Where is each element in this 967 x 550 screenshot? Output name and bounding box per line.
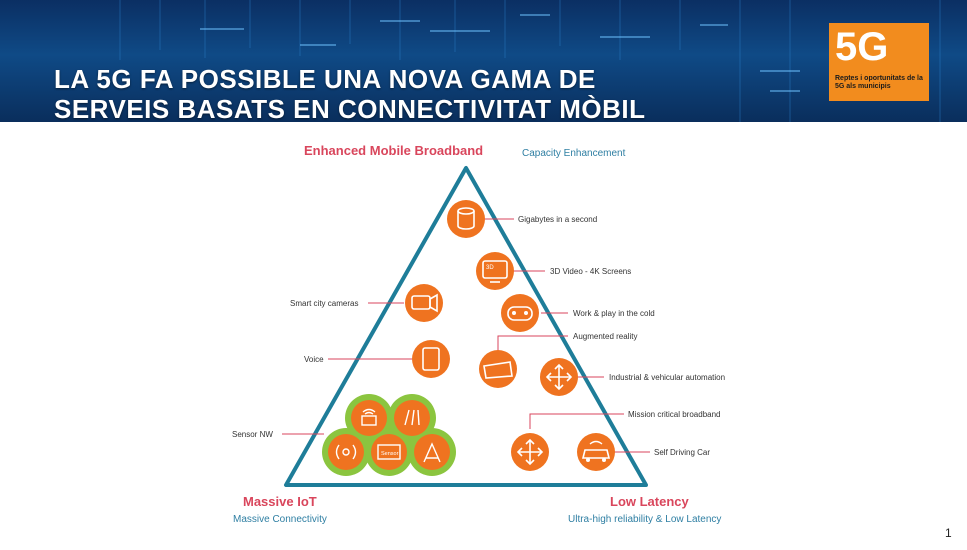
3d-icon-text: 3D [486,265,494,271]
title-line-1: LA 5G FA POSSIBLE UNA NOVA GAMA DE [54,64,596,94]
wind-turbine-icon [394,400,430,436]
network-hub-icon [511,433,549,471]
3d-screen-icon: 3D [476,252,514,290]
top-subtitle: Capacity Enhancement [522,148,626,159]
gamepad-icon [501,294,539,332]
signal-waves-icon [328,434,364,470]
sensor-box-icon [371,434,407,470]
5g-triangle-diagram: Enhanced Mobile Broadband Capacity Enhan… [232,143,725,525]
header-banner: LA 5G FA POSSIBLE UNA NOVA GAMA DE SERVE… [0,0,967,122]
label-work-play: Work & play in the cold [573,309,655,318]
logo-subtitle: Reptes i oportunitats de la 5G als munic… [835,75,923,90]
label-voice: Voice [304,355,324,364]
label-augmented-reality: Augmented reality [573,332,637,341]
triangle-outline [284,166,648,487]
top-title: Enhanced Mobile Broadband [304,143,483,158]
label-sensor-nw: Sensor NW [232,430,273,439]
bottom-right-subtitle: Ultra-high reliability & Low Latency [568,514,721,525]
label-3d-video: 3D Video - 4K Screens [550,267,631,276]
bottom-left-title: Massive IoT [243,494,317,509]
logo-5g-text: 5G [835,25,889,69]
title-line-2: SERVEIS BASATS EN CONNECTIVITAT MÒBIL [54,94,646,122]
sensor-icon-text: Sensor [381,451,399,457]
page-title: LA 5G FA POSSIBLE UNA NOVA GAMA DE SERVE… [54,64,646,122]
bottom-left-subtitle: Massive Connectivity [233,514,327,525]
car-icon [577,433,615,471]
5g-logo: 5G Reptes i oportunitats de la 5G als mu… [829,23,929,101]
tripod-sensor-icon [414,434,450,470]
camera-icon [405,284,443,322]
move-arrows-icon [540,358,578,396]
phone-icon [412,340,450,378]
label-gigabytes: Gigabytes in a second [518,215,597,224]
label-smart-city-cameras: Smart city cameras [290,299,358,308]
label-mission-critical: Mission critical broadband [628,410,721,419]
bottom-right-title: Low Latency [610,494,690,509]
header-background-graphic [119,0,941,122]
label-industrial-automation: Industrial & vehicular automation [609,373,725,382]
iot-sensor-cluster: Sensor [322,394,456,476]
page-number: 1 [945,526,952,540]
connector-lines [282,218,650,453]
label-self-driving-car: Self Driving Car [654,448,710,457]
wireless-router-icon [351,400,387,436]
database-icon [447,200,485,238]
ar-glasses-icon [479,350,517,388]
